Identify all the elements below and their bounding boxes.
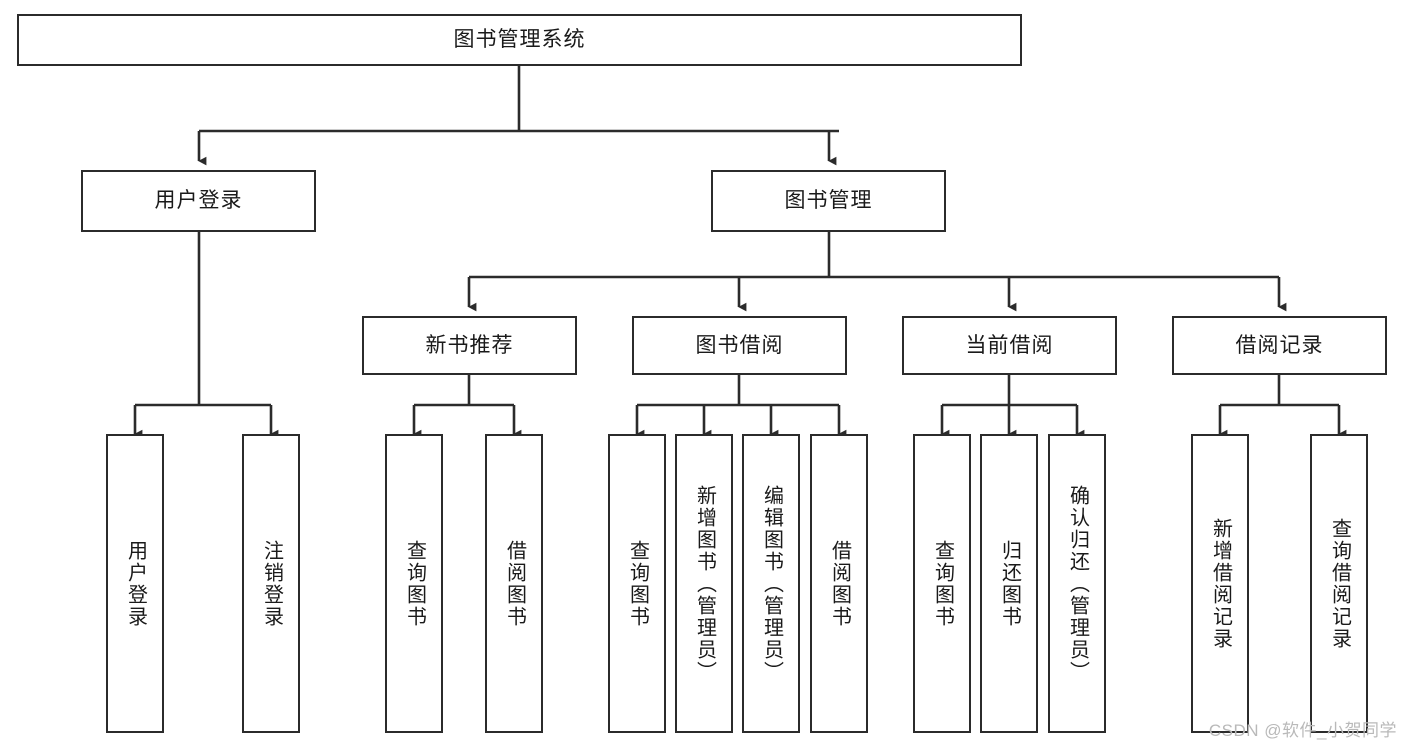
leaf-logout[interactable]: 注销登录 [242, 434, 300, 733]
node-label: 图书管理 [784, 189, 873, 213]
leaf-query-book-3[interactable]: 查询图书 [913, 434, 971, 733]
node-book-manage[interactable]: 图书管理 [711, 170, 946, 232]
node-label: 新增借阅记录 [1209, 517, 1232, 650]
node-label: 用户登录 [154, 189, 243, 213]
node-label: 用户登录 [124, 539, 147, 628]
node-borrow-record[interactable]: 借阅记录 [1172, 316, 1387, 375]
node-label: 归还图书 [998, 539, 1021, 628]
leaf-query-book-1[interactable]: 查询图书 [385, 434, 443, 733]
node-label: 新书推荐 [425, 333, 514, 357]
leaf-query-book-2[interactable]: 查询图书 [608, 434, 666, 733]
node-label: 确认归还（管理员） [1066, 484, 1089, 683]
leaf-add-book[interactable]: 新增图书（管理员） [675, 434, 733, 733]
leaf-borrow-book-2[interactable]: 借阅图书 [810, 434, 868, 733]
node-label: 借阅图书 [503, 539, 526, 628]
leaf-edit-book[interactable]: 编辑图书（管理员） [742, 434, 800, 733]
node-label: 查询图书 [403, 539, 426, 628]
leaf-query-record[interactable]: 查询借阅记录 [1310, 434, 1368, 733]
node-label: 注销登录 [260, 539, 283, 628]
node-label: 当前借阅 [965, 333, 1054, 357]
leaf-borrow-book-1[interactable]: 借阅图书 [485, 434, 543, 733]
node-label: 图书管理系统 [453, 28, 586, 52]
node-label: 查询图书 [931, 539, 954, 628]
leaf-add-record[interactable]: 新增借阅记录 [1191, 434, 1249, 733]
node-label: 新增图书（管理员） [693, 484, 716, 683]
csdn-watermark: CSDN @软件_小贺同学 [1208, 721, 1397, 740]
node-label: 借阅图书 [828, 539, 851, 628]
node-label: 查询借阅记录 [1328, 517, 1351, 650]
leaf-confirm-return[interactable]: 确认归还（管理员） [1048, 434, 1106, 733]
leaf-user-login[interactable]: 用户登录 [106, 434, 164, 733]
node-label: 借阅记录 [1235, 333, 1324, 357]
node-user-login[interactable]: 用户登录 [81, 170, 316, 232]
node-new-book-recommend[interactable]: 新书推荐 [362, 316, 577, 375]
node-book-borrow[interactable]: 图书借阅 [632, 316, 847, 375]
leaf-return-book[interactable]: 归还图书 [980, 434, 1038, 733]
node-current-borrow[interactable]: 当前借阅 [902, 316, 1117, 375]
node-label: 图书借阅 [695, 333, 784, 357]
node-label: 编辑图书（管理员） [760, 484, 783, 683]
node-label: 查询图书 [626, 539, 649, 628]
node-root-system[interactable]: 图书管理系统 [17, 14, 1022, 66]
